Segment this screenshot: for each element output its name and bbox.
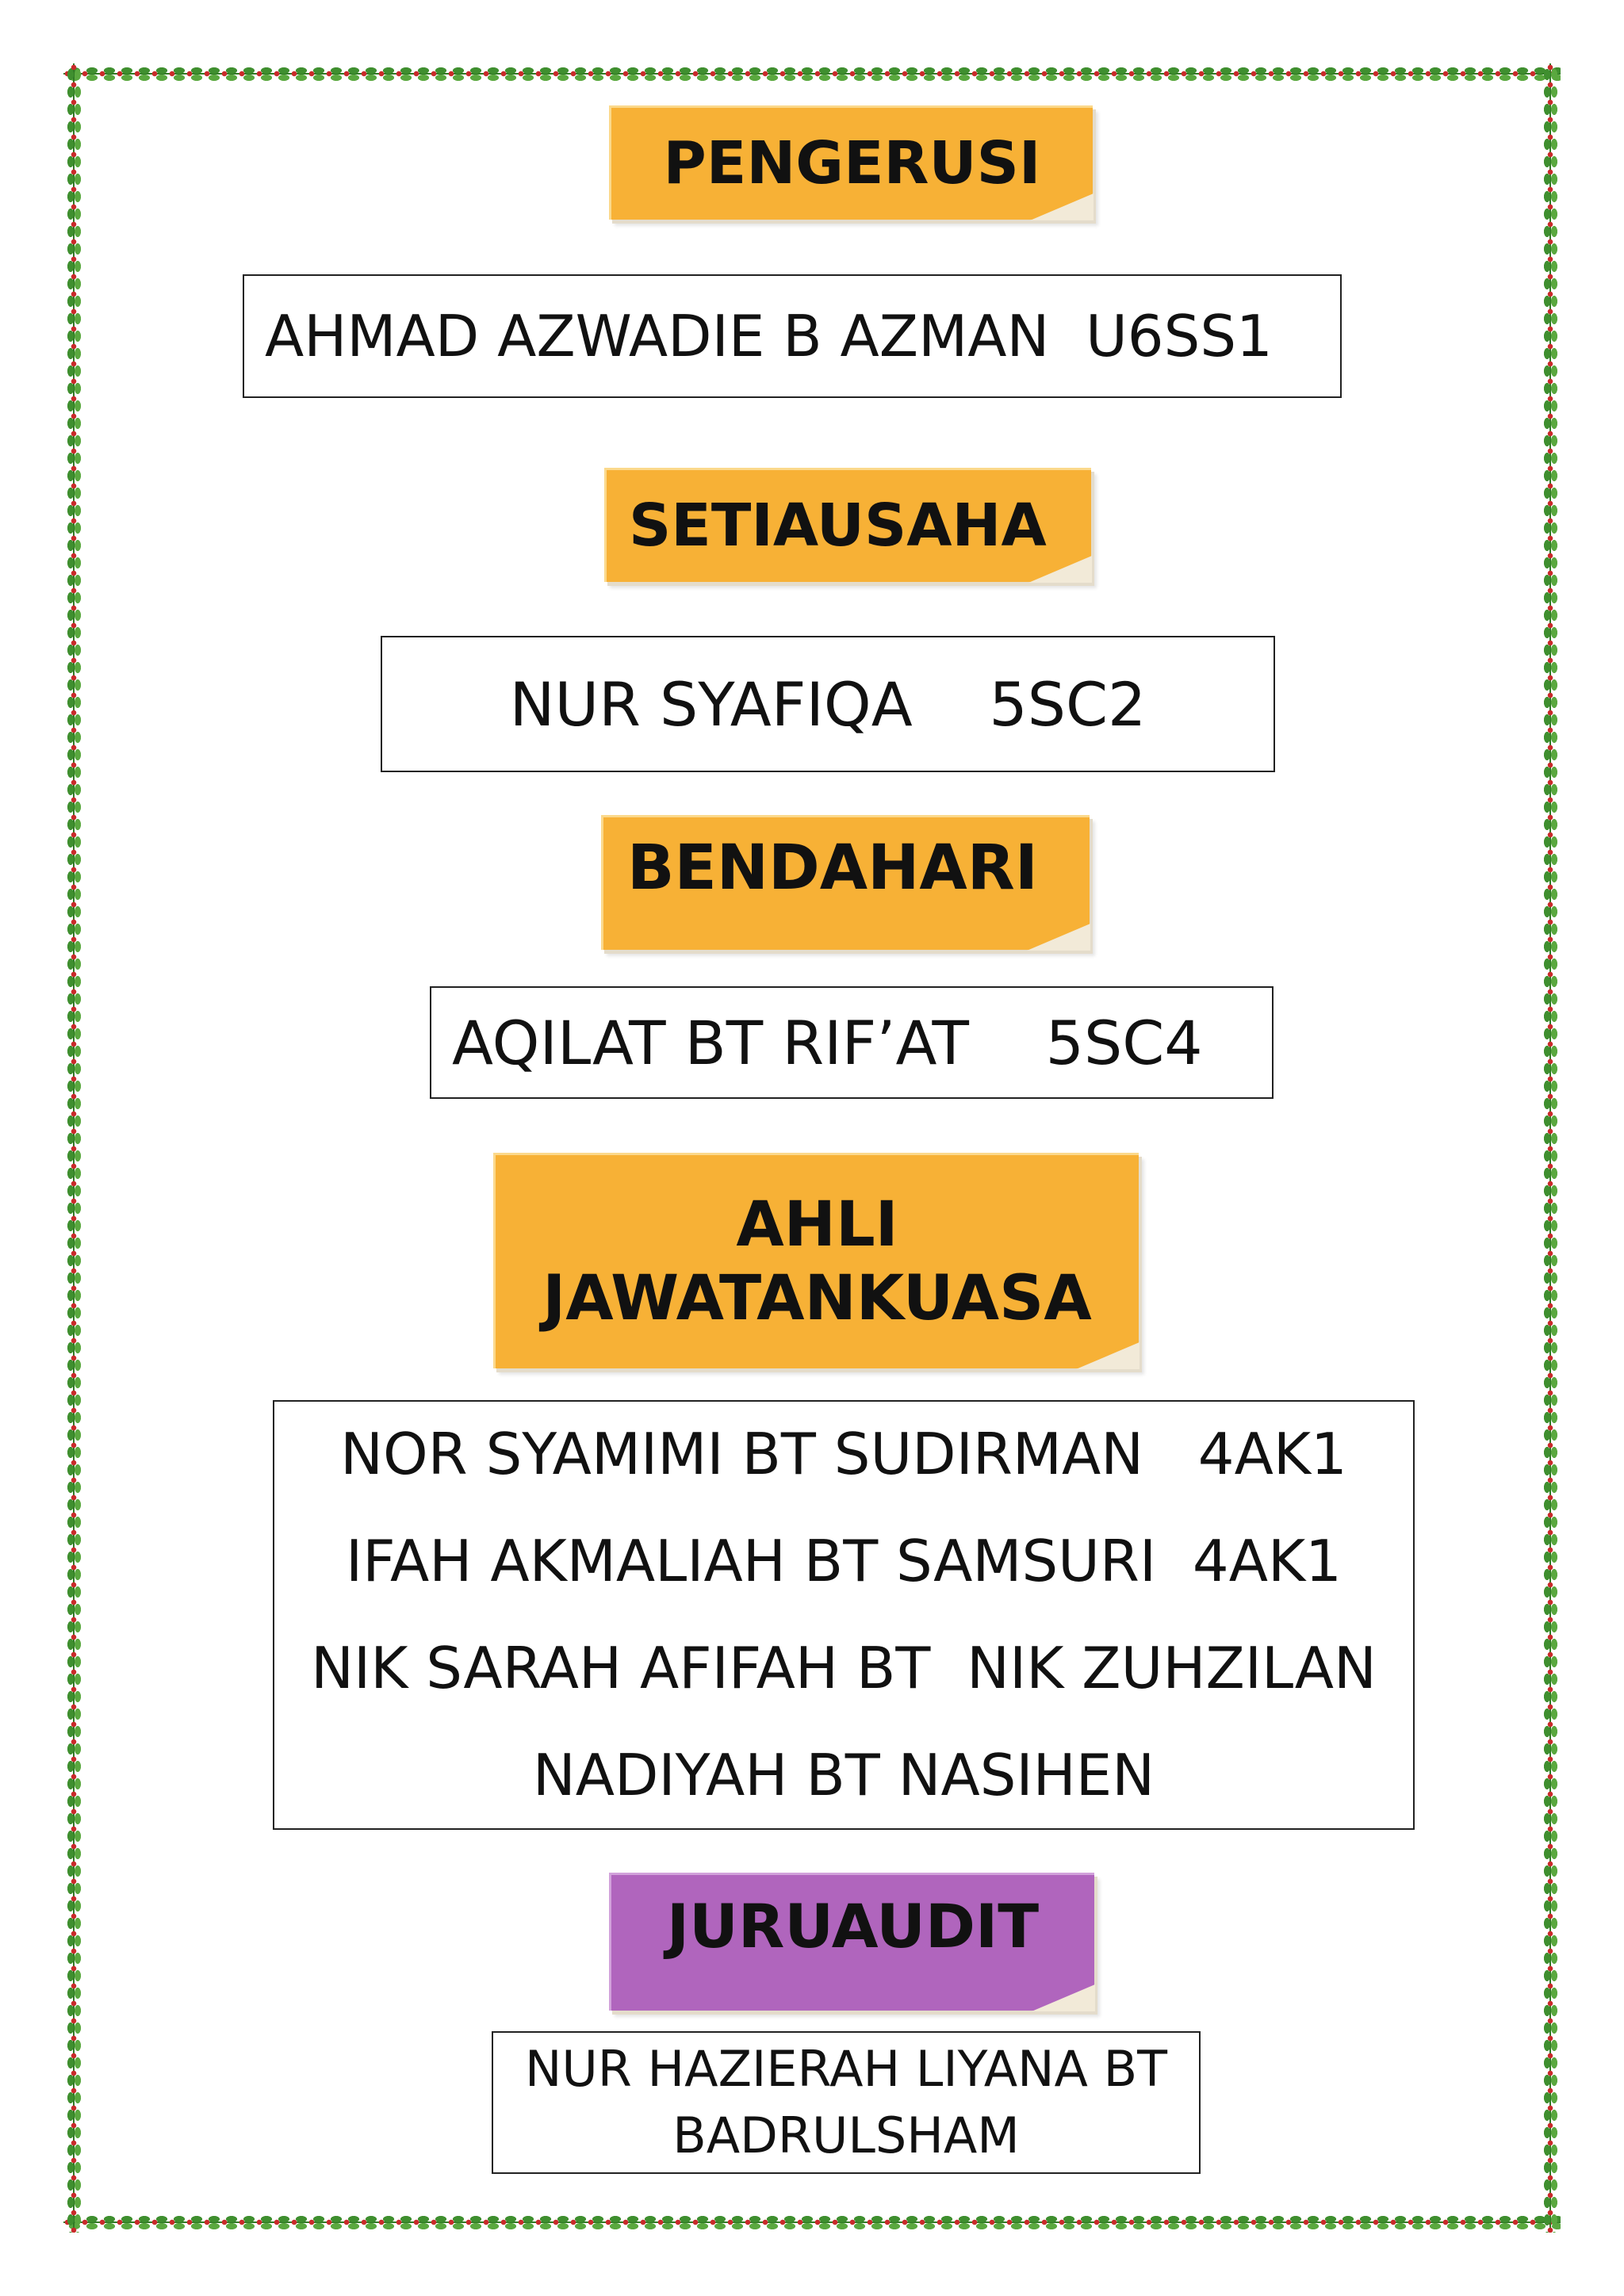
committee-name-box: NOR SYAMIMI BT SUDIRMAN 4AK1 IFAH AKMALI… <box>273 1400 1415 1830</box>
committee-member-name: NADIYAH BT NASIHEN <box>532 1742 1155 1808</box>
holly-border-right <box>1540 63 1561 2233</box>
auditor-name-box: NUR HAZIERAH LIYANA BT BADRULSHAM <box>492 2031 1201 2174</box>
chairman-name: AHMAD AZWADIE B AZMAN U6SS1 <box>265 303 1273 369</box>
committee-title-line-1: AHLI <box>736 1189 898 1261</box>
chairman-name-box: AHMAD AZWADIE B AZMAN U6SS1 <box>243 274 1342 398</box>
holly-border-top <box>63 63 1561 84</box>
chairman-title: PENGERUSI <box>663 128 1041 197</box>
holly-page-border <box>63 63 1561 2233</box>
secretary-title: SETIAUSAHA <box>629 491 1047 560</box>
treasurer-name: AQILAT BT RIF’AT 5SC4 <box>452 1007 1203 1078</box>
committee-member-name: IFAH AKMALIAH BT SAMSURI 4AK1 <box>346 1528 1342 1594</box>
committee-banner: AHLI JAWATANKUASA <box>493 1153 1139 1369</box>
auditor-title: JURUAUDIT <box>666 1891 1040 1961</box>
auditor-name-line-2: BADRULSHAM <box>672 2107 1020 2164</box>
treasurer-banner: BENDAHARI <box>601 815 1090 951</box>
auditor-banner: JURUAUDIT <box>609 1873 1095 2011</box>
secretary-banner: SETIAUSAHA <box>604 468 1092 583</box>
committee-member-name: NIK SARAH AFIFAH BT NIK ZUHZILAN <box>311 1635 1377 1701</box>
secretary-name: NUR SYAFIQA 5SC2 <box>509 668 1147 740</box>
treasurer-name-box: AQILAT BT RIF’AT 5SC4 <box>430 986 1274 1099</box>
treasurer-title: BENDAHARI <box>627 832 1038 904</box>
secretary-name-box: NUR SYAFIQA 5SC2 <box>381 636 1275 772</box>
auditor-name-line-1: NUR HAZIERAH LIYANA BT <box>524 2040 1168 2098</box>
holly-border-left <box>63 63 84 2233</box>
chairman-banner: PENGERUSI <box>609 105 1094 220</box>
committee-title-line-2: JAWATANKUASA <box>542 1262 1092 1334</box>
committee-member-name: NOR SYAMIMI BT SUDIRMAN 4AK1 <box>340 1421 1347 1487</box>
holly-border-bottom <box>63 2212 1561 2233</box>
